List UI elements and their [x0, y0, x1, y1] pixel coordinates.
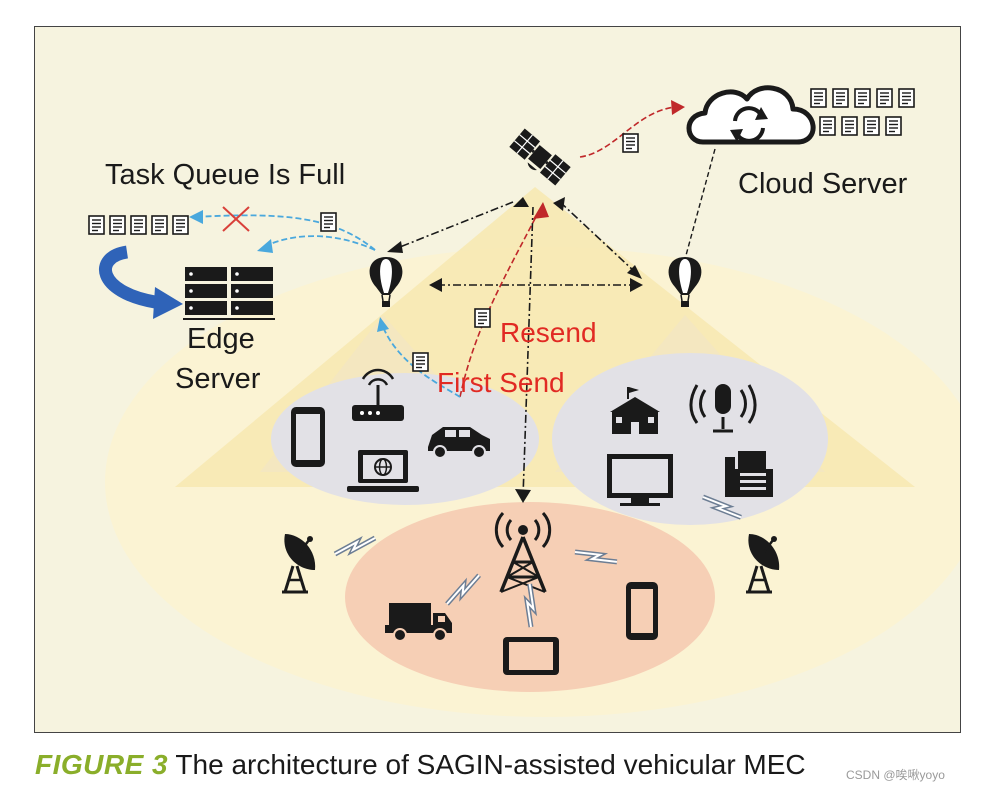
link-satellite-balloon-left: [394, 201, 514, 250]
task-document-icon: [412, 352, 429, 372]
task-document-icon: [622, 133, 639, 153]
architecture-diagram: [88, 85, 960, 717]
microphone-icon: [689, 384, 757, 433]
laptop-icon: [347, 450, 419, 492]
queue-cycle-arrow-icon: [99, 245, 157, 309]
arrowhead: [513, 197, 529, 207]
figure-caption: FIGURE 3 The architecture of SAGIN-assis…: [35, 749, 806, 781]
link-satellite-balloon-right: [559, 201, 636, 273]
figure-number: FIGURE 3: [35, 749, 169, 780]
server-rack-icon: [183, 267, 275, 320]
printer-icon: [725, 451, 773, 497]
arrowhead-red: [533, 202, 549, 219]
arrowhead: [515, 489, 531, 503]
right-coverage-area: [552, 353, 828, 525]
arrowhead: [553, 197, 565, 211]
first-send-arrow: [459, 208, 541, 398]
wifi-router-icon: [352, 368, 404, 421]
balloon-to-edge-arrow: [194, 214, 376, 251]
rejected-cross-icon: [222, 206, 250, 232]
arrowhead: [387, 241, 403, 253]
arrowhead: [627, 265, 642, 279]
cloud-tasks: [810, 88, 915, 136]
vehicle-to-balloon-arrow: [382, 326, 461, 398]
figure-caption-text: The architecture of SAGIN-assisted vehic…: [168, 749, 806, 780]
first-send-label: First Send: [437, 367, 565, 398]
arrowhead: [630, 278, 643, 292]
tablet-icon: [503, 637, 559, 675]
cell-tower-icon: [494, 511, 552, 593]
satellite-to-cloud-arrow: [579, 106, 676, 158]
left-coverage-area: [271, 373, 539, 505]
task-document-icon: [474, 308, 491, 328]
school-building-icon: [610, 387, 660, 434]
task-queue-label: Task Queue Is Full: [105, 159, 346, 191]
arrowhead-red: [671, 100, 685, 115]
truck-icon: [385, 603, 452, 642]
smartphone-icon: [626, 582, 658, 640]
edge-feedback-arrow: [262, 235, 376, 251]
diagram-frame: Task Queue Is Full Cloud Server Edge Ser…: [34, 26, 961, 733]
queue-arrowhead: [153, 287, 183, 319]
monitor-icon: [607, 454, 673, 506]
arrowhead-blue: [257, 239, 273, 253]
cloud-sync-icon: [686, 85, 816, 145]
edge-label-line1: Edge: [187, 323, 255, 355]
car-icon: [428, 427, 490, 459]
smartphone-icon: [291, 407, 325, 467]
task-document-icon: [320, 212, 337, 232]
link-satellite-ground: [522, 206, 534, 498]
resend-label: Resend: [500, 317, 597, 348]
queue-tasks: [88, 215, 189, 235]
watermark: CSDN @唉啾yoyo: [846, 768, 945, 782]
cloud-server-label: Cloud Server: [738, 168, 908, 200]
edge-label-line2: Server: [175, 363, 261, 395]
arrowhead: [429, 278, 442, 292]
arrowhead-blue: [189, 210, 203, 224]
arrowhead-blue: [377, 317, 389, 332]
satellite-icon: [509, 128, 571, 186]
link-cloud-balloon: [684, 148, 716, 260]
